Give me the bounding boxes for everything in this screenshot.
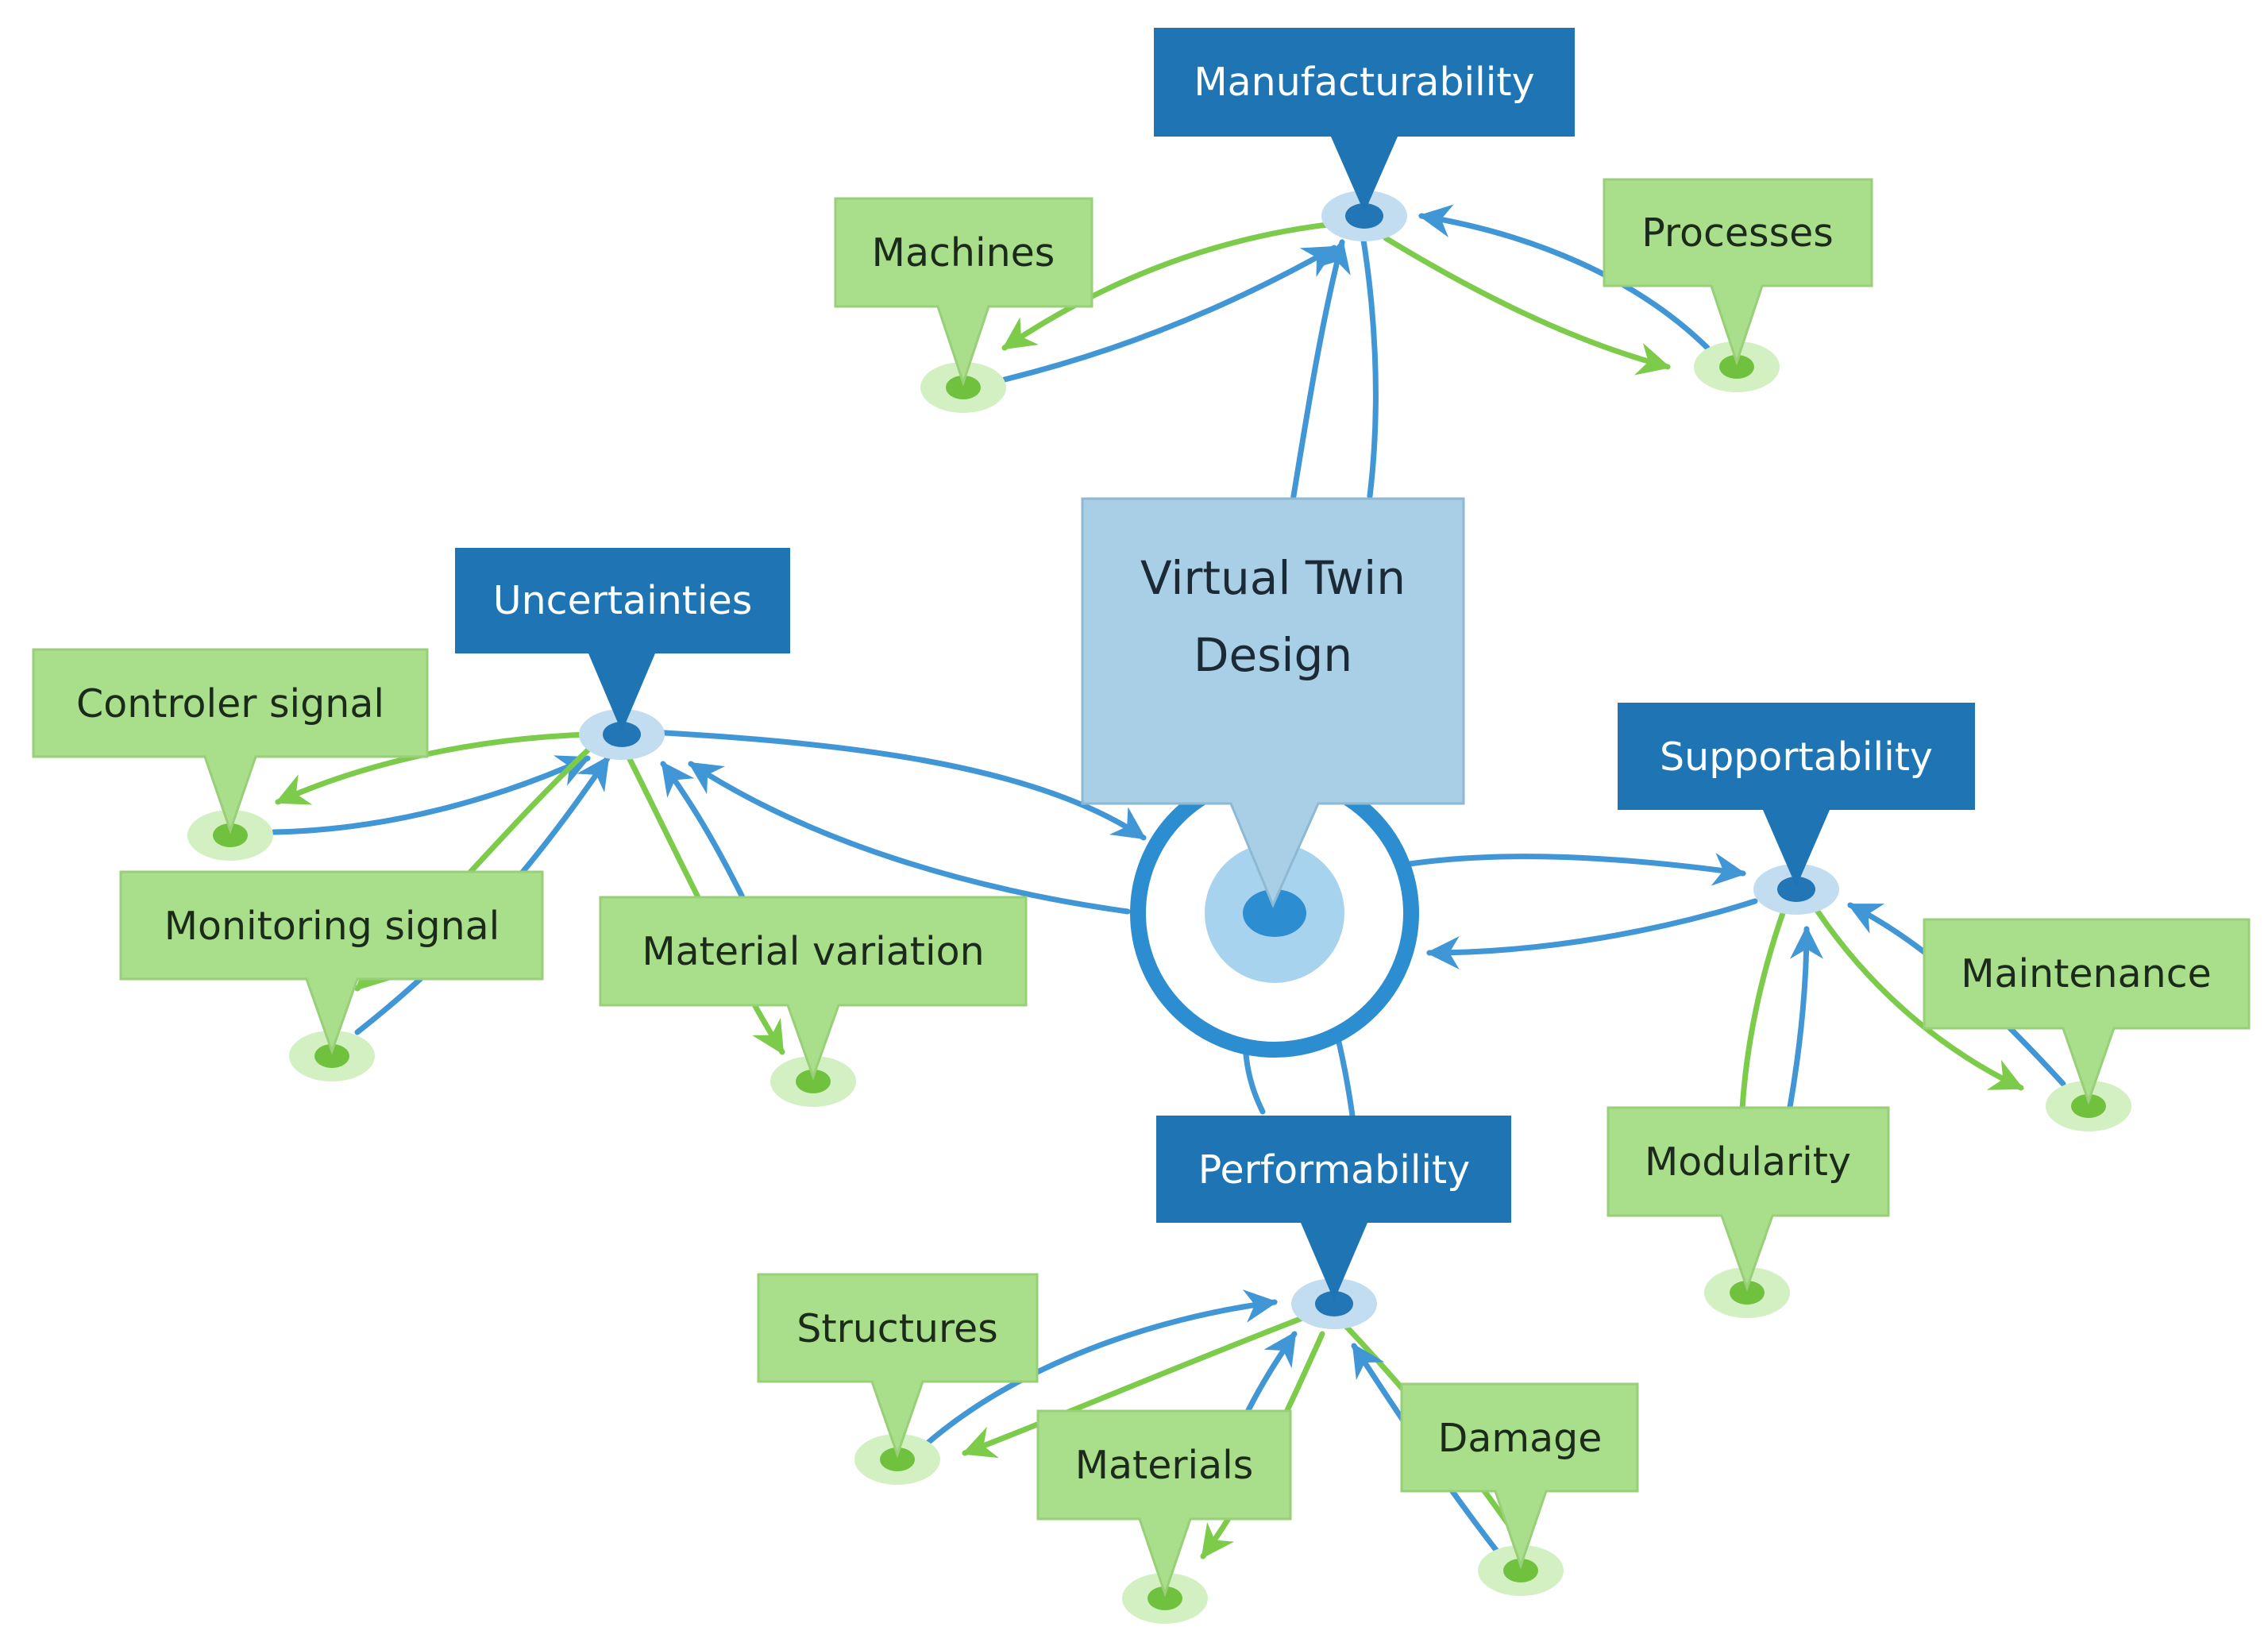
link-machines-to-manufacturability bbox=[1001, 245, 1337, 383]
monitoring-signal-callout bbox=[119, 870, 544, 1055]
center-callout-box bbox=[1081, 497, 1465, 908]
uncertainties-label: Uncertainties bbox=[493, 578, 753, 623]
link-controler-to-uncertainties bbox=[271, 755, 591, 835]
manufacturability-callout bbox=[1154, 28, 1575, 213]
machines-label: Machines bbox=[872, 230, 1055, 276]
item-material-variation[interactable]: Material variation bbox=[599, 896, 1028, 1107]
link-uncertainties-to-center bbox=[648, 729, 1147, 841]
controler-signal-callout bbox=[32, 648, 429, 834]
materials-label: Materials bbox=[1075, 1443, 1254, 1488]
category-manufacturability[interactable]: Manufacturability bbox=[1154, 28, 1575, 241]
center-node[interactable]: Virtual Twin Design bbox=[1081, 497, 1465, 1058]
item-processes[interactable]: Processes bbox=[1603, 178, 1873, 392]
center-title-line1: Virtual Twin bbox=[1140, 551, 1406, 605]
processes-callout bbox=[1603, 178, 1873, 366]
center-title-line2: Design bbox=[1194, 628, 1352, 682]
materials-anchor-dot bbox=[1148, 1586, 1182, 1610]
category-supportability[interactable]: Supportability bbox=[1618, 703, 1975, 915]
controler-signal-anchor-dot bbox=[213, 823, 248, 847]
maintenance-anchor-dot bbox=[2071, 1094, 2106, 1118]
performability-label: Performability bbox=[1198, 1147, 1471, 1193]
modularity-label: Modularity bbox=[1645, 1139, 1851, 1185]
maintenance-label: Maintenance bbox=[1961, 951, 2212, 996]
item-structures[interactable]: Structures bbox=[757, 1273, 1039, 1485]
maintenance-callout bbox=[1923, 918, 2251, 1105]
structures-callout bbox=[757, 1273, 1039, 1459]
performability-anchor-dot bbox=[1315, 1291, 1353, 1316]
category-uncertainties[interactable]: Uncertainties bbox=[455, 548, 790, 760]
monitoring-signal-label: Monitoring signal bbox=[164, 904, 500, 949]
performability-callout bbox=[1156, 1116, 1511, 1301]
damage-label: Damage bbox=[1438, 1416, 1603, 1461]
link-supportability-to-maintenance bbox=[1811, 904, 2024, 1091]
modularity-callout bbox=[1606, 1106, 1890, 1292]
item-damage[interactable]: Damage bbox=[1400, 1382, 1639, 1596]
structures-anchor-dot bbox=[880, 1447, 915, 1471]
item-monitoring-signal[interactable]: Monitoring signal bbox=[119, 870, 544, 1081]
link-center-to-uncertainties bbox=[688, 761, 1131, 915]
material-variation-label: Material variation bbox=[642, 929, 984, 974]
link-manufacturability-to-machines bbox=[1001, 221, 1337, 351]
monitoring-signal-anchor-dot bbox=[314, 1044, 349, 1068]
link-manufacturability-to-processes bbox=[1383, 235, 1672, 376]
item-materials[interactable]: Materials bbox=[1036, 1409, 1292, 1624]
machines-callout bbox=[834, 197, 1094, 387]
materials-callout bbox=[1036, 1409, 1292, 1598]
processes-label: Processes bbox=[1641, 210, 1834, 256]
supportability-anchor-dot bbox=[1777, 877, 1815, 902]
manufacturability-label: Manufacturability bbox=[1194, 60, 1534, 105]
link-center-to-supportability bbox=[1406, 853, 1747, 886]
controler-signal-label: Controler signal bbox=[76, 681, 384, 727]
processes-anchor-dot bbox=[1719, 355, 1754, 379]
material-variation-callout bbox=[599, 896, 1028, 1081]
uncertainties-anchor-dot bbox=[603, 722, 641, 747]
center-dot bbox=[1243, 889, 1306, 937]
machines-anchor-dot bbox=[946, 376, 981, 399]
uncertainties-callout bbox=[455, 548, 790, 732]
material-variation-anchor-dot bbox=[796, 1070, 831, 1093]
item-machines[interactable]: Machines bbox=[834, 197, 1094, 413]
link-manufacturability-to-center bbox=[1359, 227, 1379, 499]
item-maintenance[interactable]: Maintenance bbox=[1923, 918, 2251, 1131]
category-performability[interactable]: Performability bbox=[1156, 1116, 1511, 1329]
supportability-label: Supportability bbox=[1660, 734, 1933, 780]
link-materials-to-performability bbox=[1244, 1331, 1298, 1417]
link-performability-to-structures bbox=[962, 1315, 1306, 1459]
damage-callout bbox=[1400, 1382, 1639, 1570]
item-modularity[interactable]: Modularity bbox=[1606, 1106, 1890, 1318]
link-material-variation-to-uncertainties bbox=[660, 761, 746, 900]
manufacturability-anchor-dot bbox=[1345, 203, 1383, 229]
link-supportability-to-center bbox=[1425, 898, 1758, 969]
structures-label: Structures bbox=[796, 1306, 997, 1351]
supportability-callout bbox=[1618, 703, 1975, 887]
damage-anchor-dot bbox=[1503, 1559, 1538, 1582]
modularity-anchor-dot bbox=[1730, 1281, 1765, 1305]
link-structures-to-performability bbox=[922, 1289, 1279, 1448]
item-controler-signal[interactable]: Controler signal bbox=[32, 648, 429, 861]
link-processes-to-manufacturability bbox=[1418, 204, 1711, 351]
